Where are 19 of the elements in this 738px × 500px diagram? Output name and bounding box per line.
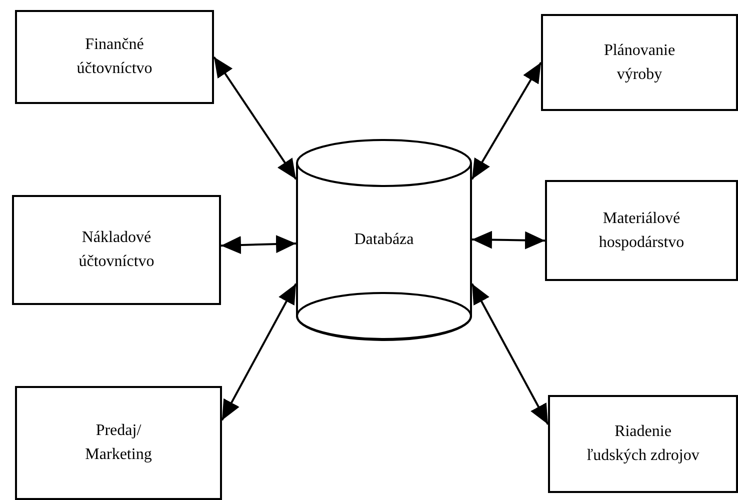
- arrow: [221, 283, 297, 421]
- process-box: [15, 386, 222, 500]
- node-label: Materiálové hospodárstvo: [598, 208, 686, 252]
- process-box: [12, 195, 221, 305]
- process-box: [15, 10, 214, 104]
- arrow: [472, 230, 546, 250]
- node-label: Predaj/ Marketing: [84, 421, 153, 465]
- arrow: [220, 235, 296, 254]
- node-label: Nákladové účtovníctvo: [78, 228, 156, 272]
- process-box: [548, 395, 738, 493]
- node-label: Riadenie ľudských zdrojov: [586, 422, 700, 466]
- process-box: [545, 180, 738, 281]
- node-label: Finančné účtovníctvo: [76, 35, 154, 79]
- arrow: [471, 62, 542, 180]
- arrow: [471, 283, 549, 425]
- process-box: [541, 14, 738, 111]
- node-label: Plánovanie výroby: [602, 40, 676, 84]
- node-label: Databáza: [354, 230, 414, 250]
- arrow: [213, 56, 297, 180]
